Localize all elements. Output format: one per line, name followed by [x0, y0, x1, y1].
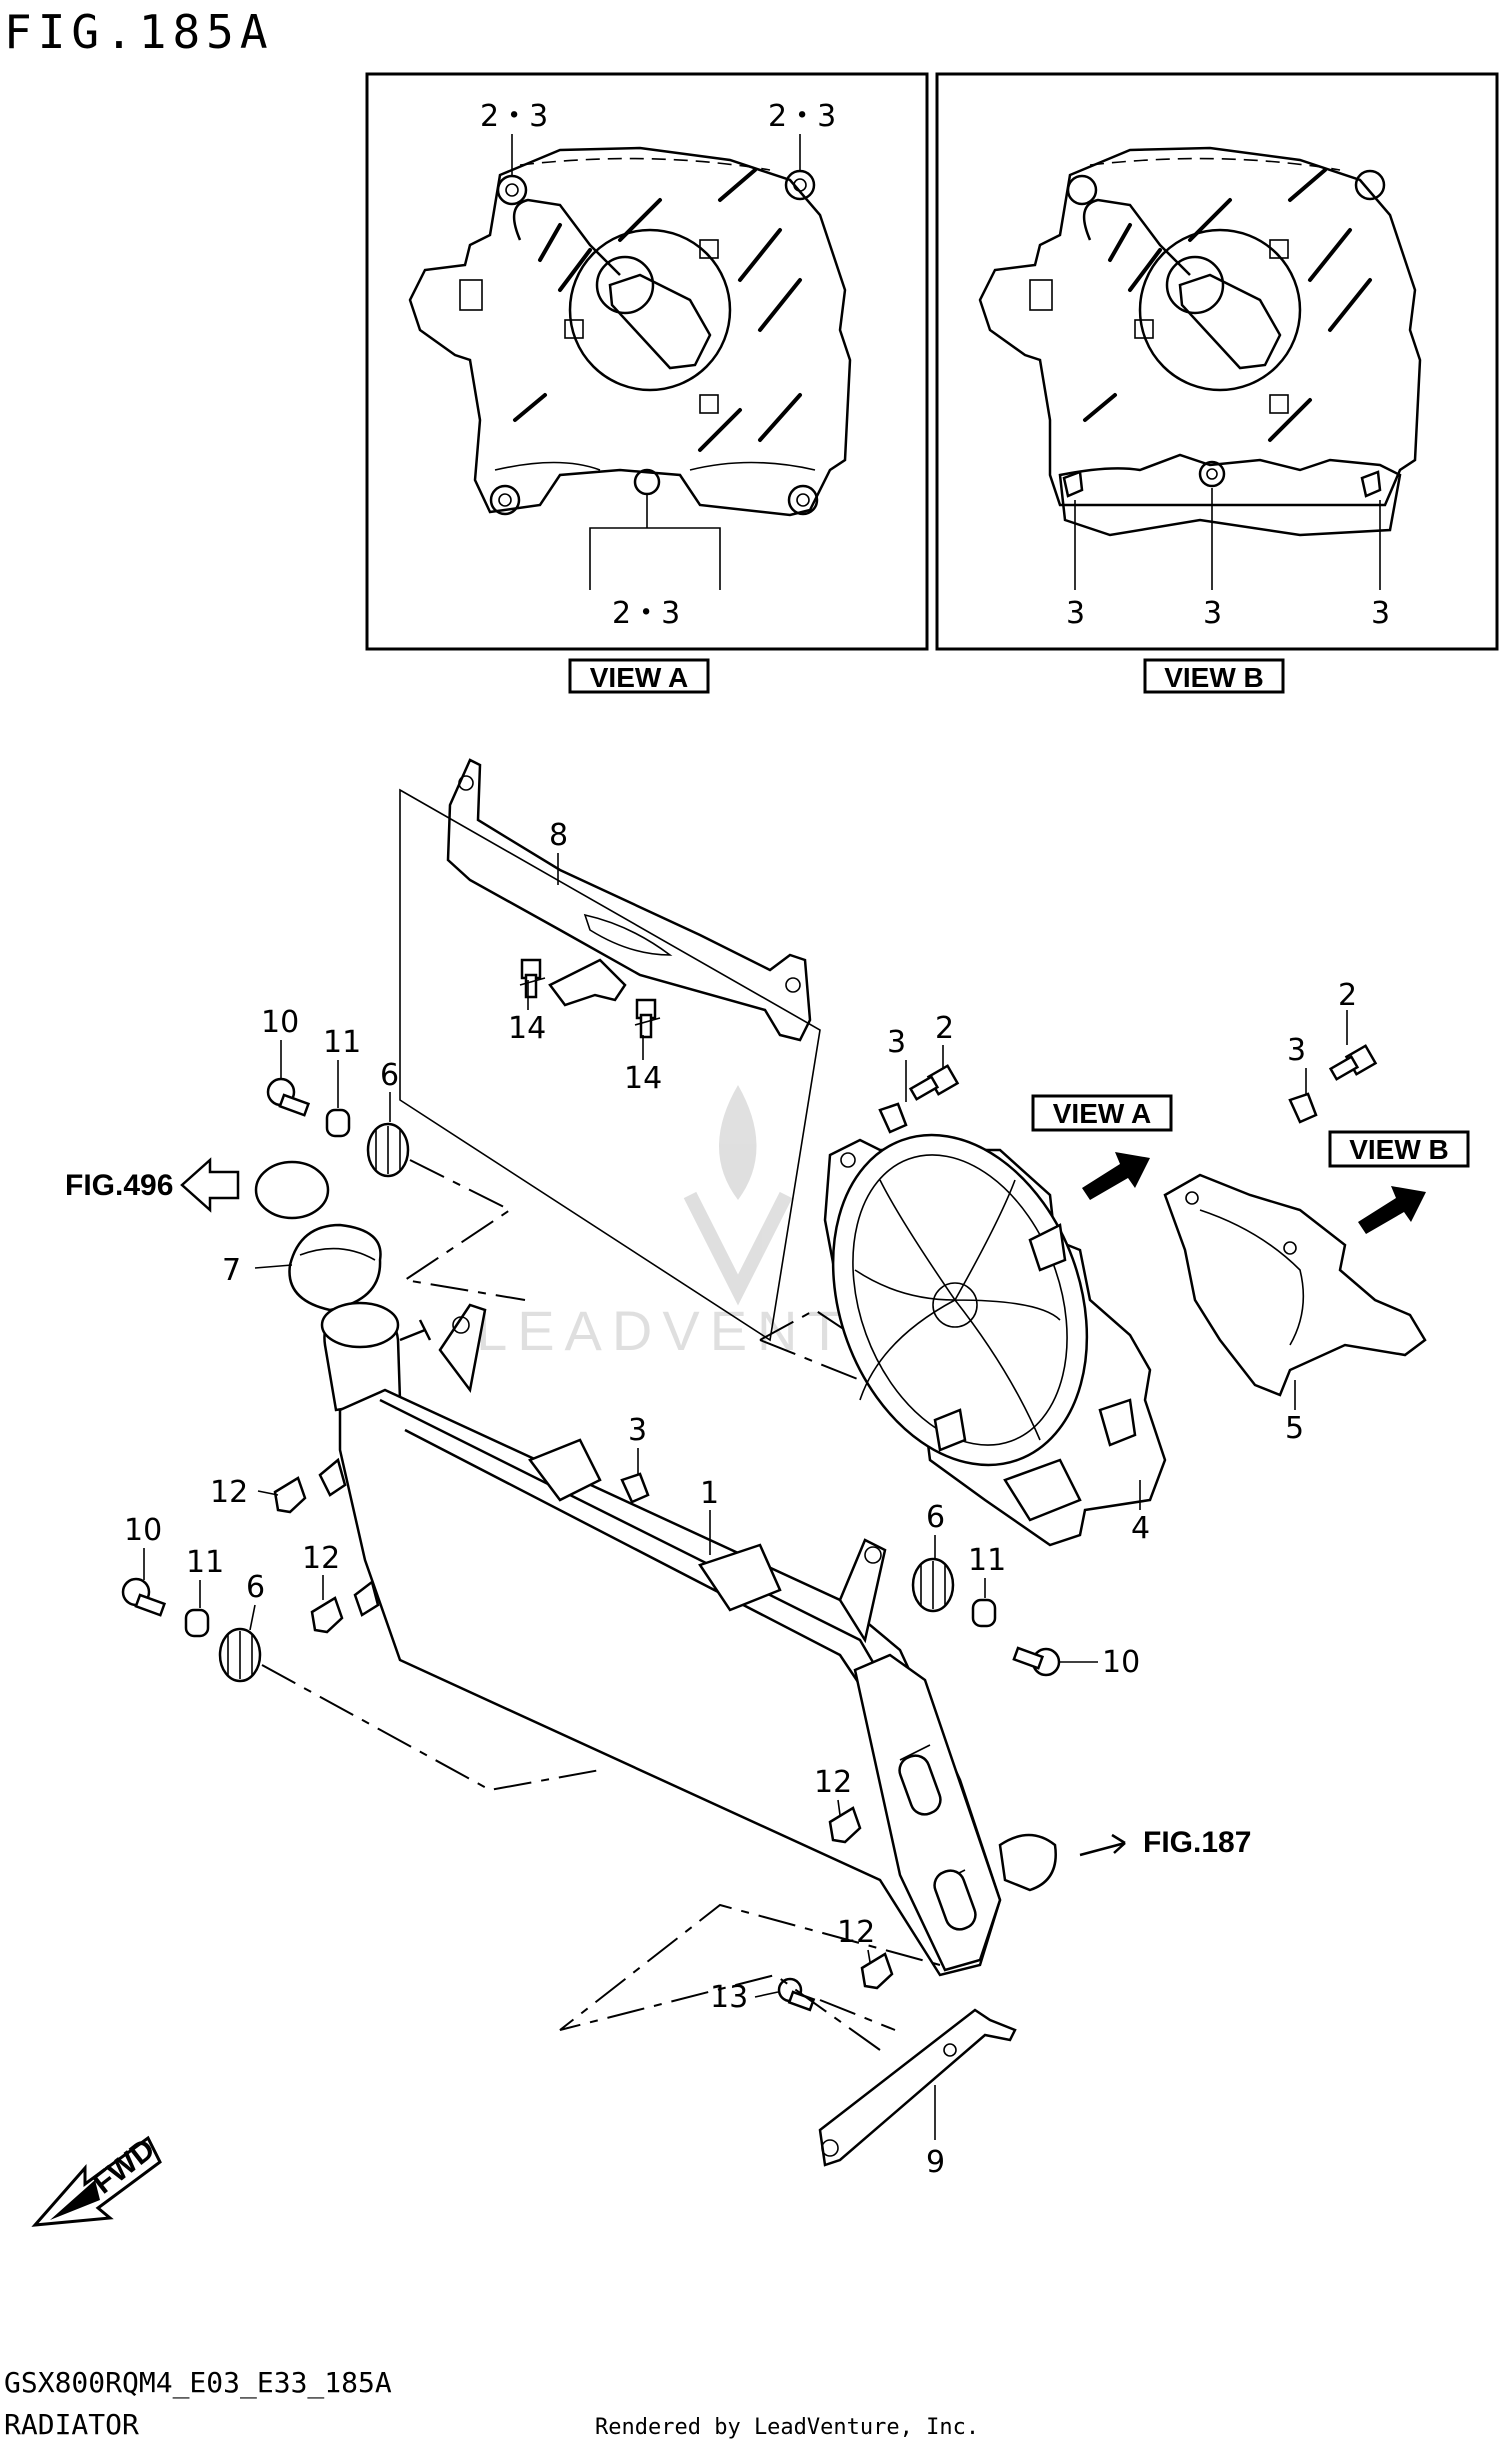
view-a-callout-bottom: 2・3	[612, 596, 680, 631]
figure-title: FIG.185A	[4, 5, 274, 59]
part-6-grommet-upper	[366, 1122, 410, 1178]
fig-496-reference[interactable]: FIG.496	[65, 1157, 240, 1213]
part-13-bolt	[777, 1977, 816, 2012]
view-b-reference[interactable]: VIEW B	[1328, 1130, 1470, 1168]
callout-13: 13	[710, 1980, 748, 2015]
part-7-radiator-cap-and-oring	[254, 1160, 382, 1312]
section-name: RADIATOR	[4, 2408, 139, 2441]
view-a-callout-top-left: 2・3	[480, 99, 548, 134]
part-9-lower-bracket	[818, 2008, 1017, 2167]
callout-9: 9	[926, 2145, 945, 2180]
callout-6-upper: 6	[380, 1058, 399, 1093]
part-8-upper-bracket	[446, 758, 812, 1042]
view-a-shroud-drawing	[408, 134, 852, 590]
part-2-bolt-cover	[1328, 1044, 1378, 1081]
callout-8: 8	[549, 818, 568, 853]
part-6-grommet-right	[911, 1557, 955, 1613]
callout-6-lower-left: 6	[246, 1570, 265, 1605]
part-3-nut-radiator	[620, 1472, 650, 1504]
view-b-callout-right: 3	[1371, 596, 1390, 631]
rendered-by: Rendered by LeadVenture, Inc.	[595, 2415, 979, 2440]
view-b-callout-left: 3	[1066, 596, 1085, 631]
fig-496-label[interactable]: FIG.496	[65, 1169, 173, 1202]
part-14-bolt-b	[634, 998, 661, 1039]
callout-7: 7	[222, 1253, 241, 1288]
callout-12-b: 12	[302, 1541, 340, 1576]
part-5-fan-cover	[1163, 1173, 1427, 1397]
view-b-shroud-drawing	[978, 146, 1422, 590]
part-10-bolt-lower-left	[121, 1577, 167, 1617]
callout-6-right: 6	[926, 1500, 945, 1535]
view-a-callout-top-right: 2・3	[768, 99, 836, 134]
view-a-arrow	[1082, 1152, 1150, 1200]
part-6-grommet-lower-left	[218, 1627, 262, 1683]
callout-2-cover: 2	[1338, 978, 1357, 1013]
part-12-pad-b	[310, 1596, 344, 1634]
model-code: GSX800RQM4_E03_E33_185A	[4, 2366, 392, 2400]
view-a-label: VIEW A	[568, 658, 710, 694]
part-2-bolt-fan	[908, 1064, 960, 1101]
part-3-nut-fan	[878, 1102, 908, 1134]
fig-187-label[interactable]: FIG.187	[1143, 1826, 1251, 1859]
callout-3-fan: 3	[887, 1025, 906, 1060]
view-b-label: VIEW B	[1143, 658, 1285, 694]
part-12-pad-a	[273, 1476, 307, 1514]
view-a-reference[interactable]: VIEW A	[1031, 1094, 1173, 1132]
callout-1: 1	[700, 1476, 719, 1511]
part-14-bolt-a	[519, 958, 546, 999]
part-10-bolt-upper	[266, 1077, 311, 1117]
callout-14-a: 14	[508, 1011, 546, 1046]
view-b-arrow	[1358, 1186, 1426, 1234]
part-12-pad-c	[828, 1806, 862, 1844]
callout-11-lower-left: 11	[186, 1545, 224, 1580]
callout-12-d: 12	[837, 1915, 875, 1950]
callout-5: 5	[1285, 1411, 1304, 1446]
callout-leaders	[143, 853, 1348, 2140]
callout-10-lower-left: 10	[124, 1513, 162, 1548]
view-a-label-text: VIEW A	[590, 662, 689, 693]
callout-12-a: 12	[210, 1475, 248, 1510]
callout-11-upper: 11	[323, 1025, 361, 1060]
callout-12-c: 12	[814, 1765, 852, 1800]
view-b-reference-text[interactable]: VIEW B	[1349, 1134, 1449, 1165]
callout-3-cover: 3	[1287, 1033, 1306, 1068]
part-11-collar-upper	[325, 1108, 351, 1138]
callout-2-fan: 2	[935, 1011, 954, 1046]
part-3-nut-cover	[1288, 1092, 1318, 1124]
view-b-label-text: VIEW B	[1164, 662, 1264, 693]
callout-11-right: 11	[968, 1543, 1006, 1578]
callout-10-right: 10	[1102, 1645, 1140, 1680]
part-11-collar-right	[971, 1598, 997, 1628]
callout-14-b: 14	[624, 1061, 662, 1096]
part-12-pad-d	[860, 1952, 894, 1990]
view-b-callout-middle: 3	[1203, 596, 1222, 631]
callout-4: 4	[1131, 1511, 1150, 1546]
part-10-bolt-right	[1012, 1646, 1061, 1677]
view-b-panel: 3 3 3	[935, 72, 1499, 651]
part-4-fan-assembly	[823, 1133, 1167, 1547]
callout-3-radiator: 3	[628, 1413, 647, 1448]
fwd-arrow: FWD	[31, 2132, 162, 2227]
view-a-reference-text[interactable]: VIEW A	[1053, 1098, 1152, 1129]
view-a-panel: 2・3 2・3 2・3	[365, 72, 929, 651]
part-11-collar-lower-left	[184, 1608, 210, 1638]
fig-187-reference[interactable]: FIG.187	[1079, 1826, 1251, 1859]
callout-10-upper: 10	[261, 1005, 299, 1040]
